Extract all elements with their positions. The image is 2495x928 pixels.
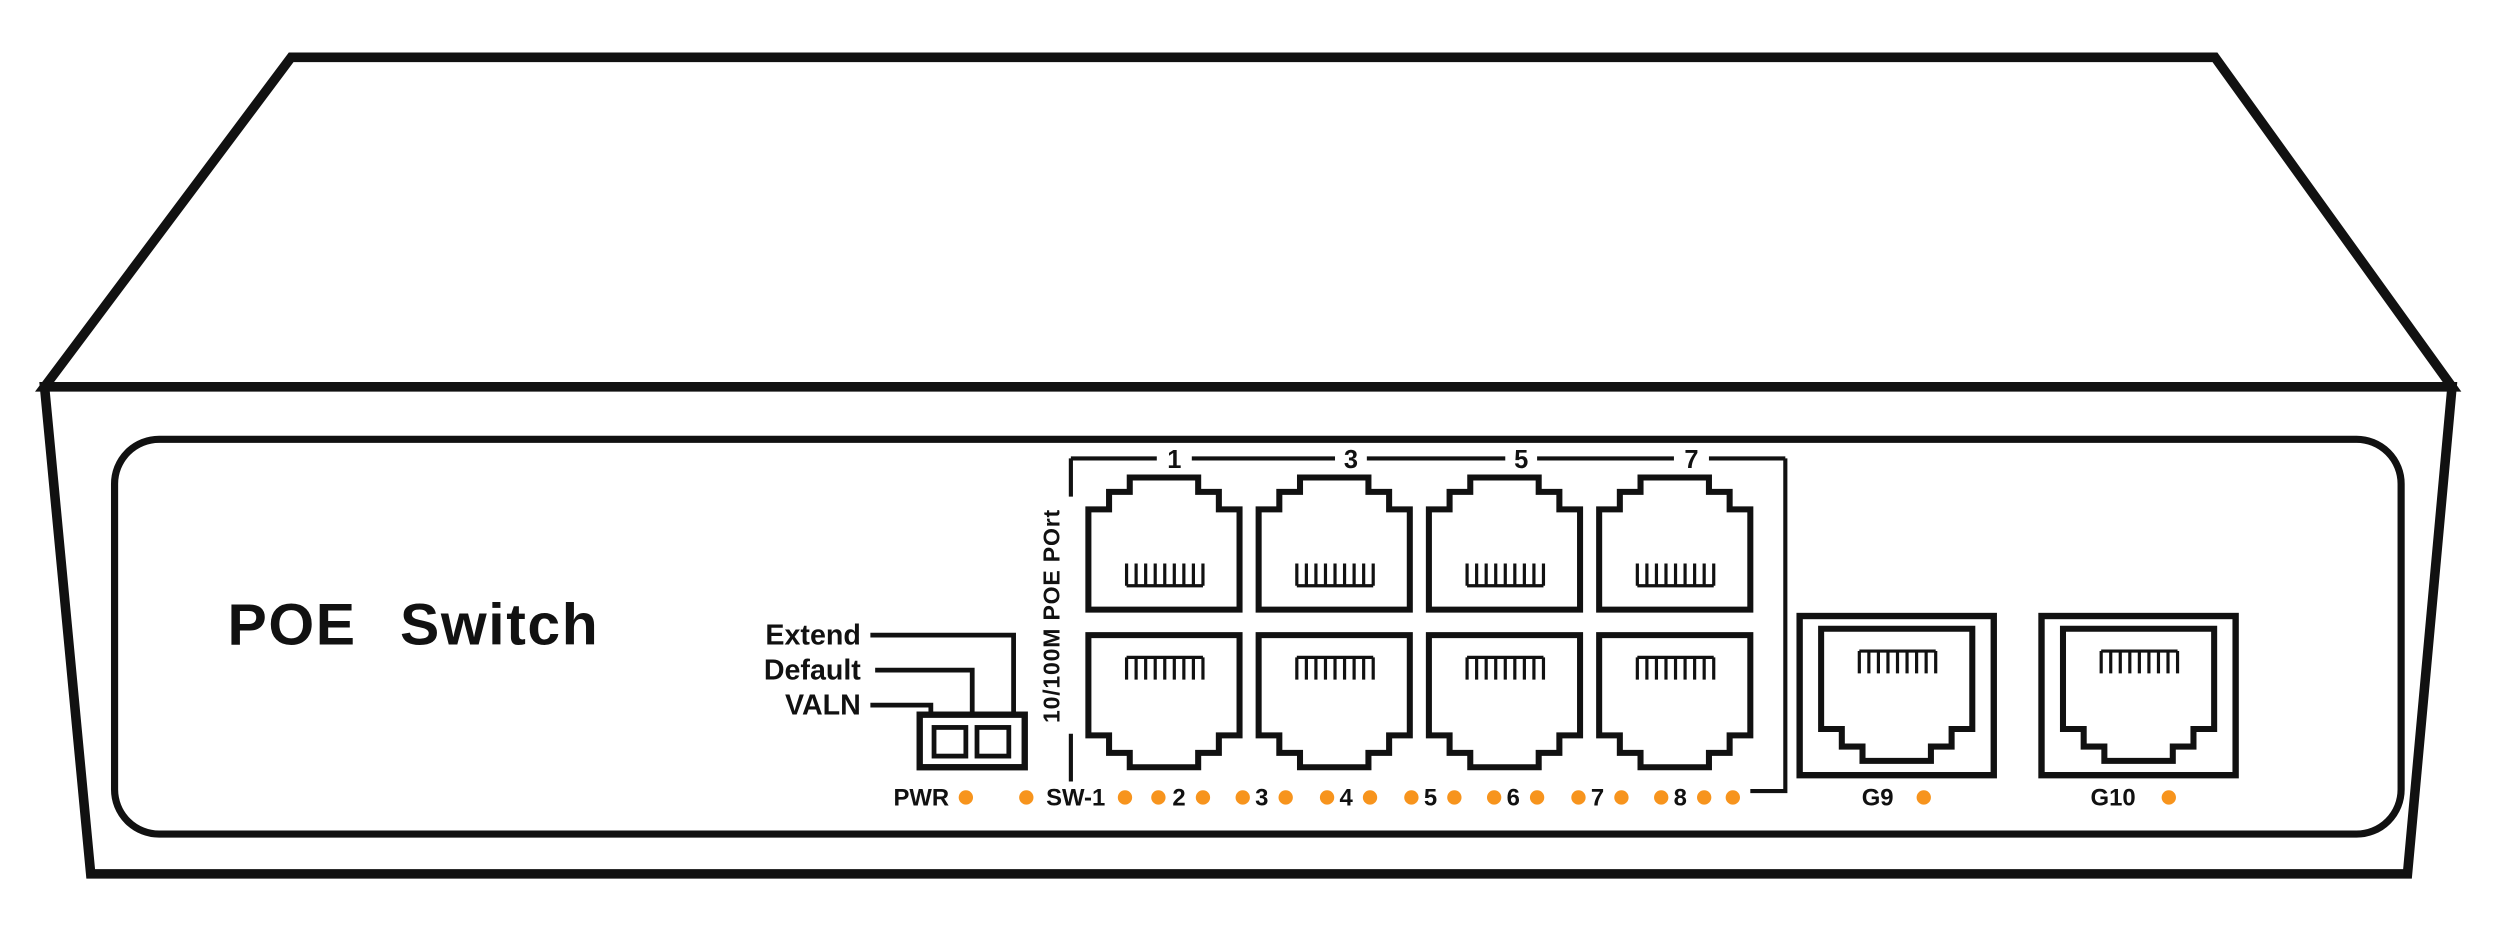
- uplink-label-g10: G10: [2091, 784, 2136, 811]
- uplink-port-g9: [1821, 629, 1972, 761]
- led-label-8: 8: [1674, 784, 1687, 811]
- front-panel: [110, 435, 2405, 838]
- led-dot-6: [1529, 790, 1545, 805]
- led-row: PWR SW-1 2 3 4 5 6 7 8: [893, 784, 2176, 811]
- dip-switch-key-1: [931, 725, 969, 759]
- led-label-2: 2: [1172, 784, 1185, 811]
- led-dot: [1019, 790, 1034, 805]
- led-label-4: 4: [1340, 784, 1354, 811]
- port-number-1: 1: [1167, 446, 1181, 474]
- led-dot-5: [1447, 790, 1462, 805]
- led-label-7: 7: [1591, 784, 1604, 811]
- led-dot-g10: [2161, 790, 2176, 805]
- poe-port-8: [1599, 635, 1750, 767]
- led-dot-4: [1362, 790, 1378, 805]
- led-dot-8: [1697, 790, 1712, 805]
- device-title: POE Switch: [228, 593, 600, 658]
- poe-port-6: [1429, 635, 1580, 767]
- led-dot: [1571, 790, 1586, 805]
- led-dot: [1319, 790, 1335, 805]
- led-dot: [1486, 790, 1502, 805]
- led-dot-3: [1278, 790, 1293, 805]
- dip-label-extend: Extend: [765, 620, 860, 652]
- port-number-5: 5: [1514, 446, 1528, 474]
- led-dot-2: [1195, 790, 1211, 805]
- port-number-7: 7: [1684, 446, 1698, 474]
- uplink-port-g10: [2063, 629, 2214, 761]
- uplink-ports: G9 G10: [1796, 612, 2239, 811]
- dip-label-valn: VALN: [785, 690, 861, 722]
- led-label-6: 6: [1507, 784, 1520, 811]
- led-dot: [1725, 790, 1740, 805]
- led-dot: [1654, 790, 1669, 805]
- poe-port-3: [1259, 478, 1410, 610]
- poe-port-1: [1088, 478, 1239, 610]
- led-label-3: 3: [1255, 784, 1268, 811]
- chassis-top-face: [35, 52, 2462, 392]
- dip-label-default: Default: [764, 655, 861, 687]
- poe-port-5: [1429, 478, 1580, 610]
- poe-port-4: [1259, 635, 1410, 767]
- led-dot: [1151, 790, 1166, 805]
- poe-port-7: [1599, 478, 1750, 610]
- led-dot: [1235, 790, 1250, 805]
- dip-connector-line-default: [875, 667, 975, 715]
- uplink-label-g9: G9: [1862, 784, 1894, 811]
- dip-switch-key-2: [974, 725, 1012, 759]
- led-label-5: 5: [1424, 784, 1437, 811]
- dip-switch-block: Extend Default VALN: [764, 620, 1028, 771]
- led-dots: [958, 790, 2176, 805]
- led-label-pwr: PWR: [893, 784, 949, 811]
- led-dot-pwr: [958, 790, 974, 805]
- dip-connector-line-extend: [870, 632, 1016, 715]
- led-dot: [1404, 790, 1419, 805]
- led-dot-g9: [1916, 790, 1931, 805]
- led-dot-sw1: [1117, 790, 1133, 805]
- led-dot-7: [1614, 790, 1629, 805]
- port-block-right-line: [1750, 458, 1788, 794]
- poe-port-block: 1 3 5 7 10/100M POE POrt: [1039, 446, 1788, 794]
- poe-port-2: [1088, 635, 1239, 767]
- port-block-side-label: 10/100M POE POrt: [1039, 509, 1065, 723]
- led-label-sw1: SW-1: [1046, 784, 1105, 811]
- port-number-3: 3: [1344, 446, 1358, 474]
